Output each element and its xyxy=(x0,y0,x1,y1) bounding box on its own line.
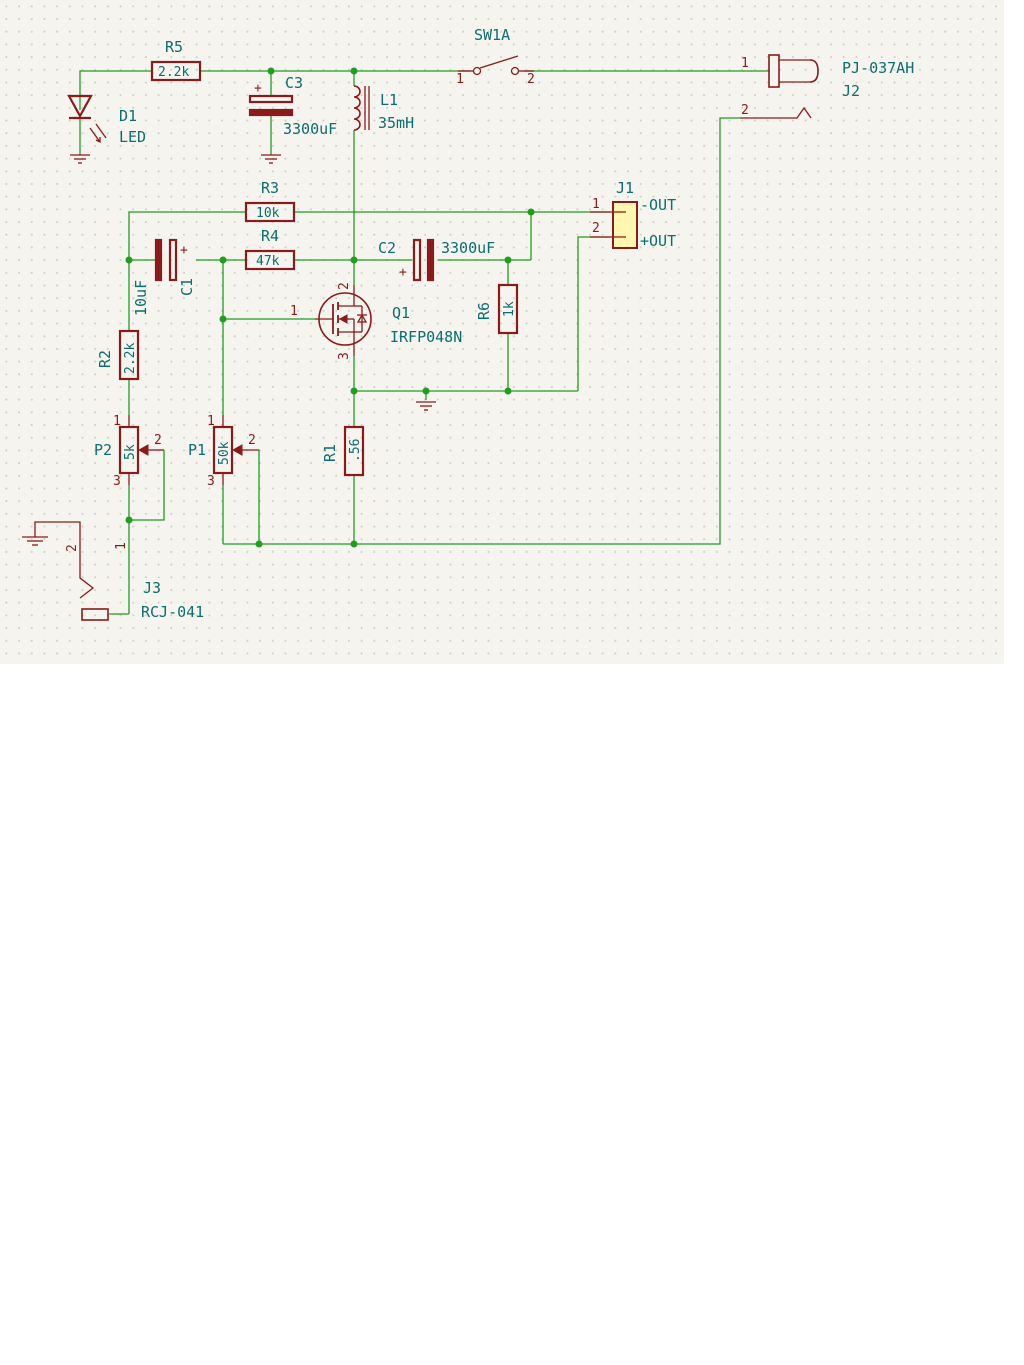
resistor-r1[interactable]: R1 .56 xyxy=(321,425,365,477)
schematic-diagram: R5 2.2k D1 LED + C3 3300uF L1 35mH xyxy=(22,26,914,621)
j3-pin1: 1 xyxy=(114,542,129,550)
r4-ref: R4 xyxy=(261,227,279,245)
c1-value: 10uF xyxy=(132,280,150,316)
j2-ref: J2 xyxy=(842,82,860,100)
svg-text:+: + xyxy=(399,265,407,280)
junction xyxy=(350,67,358,75)
r1-ref: R1 xyxy=(321,444,339,462)
q1-pin-drain: 2 xyxy=(337,282,352,290)
p1-value: 50k xyxy=(217,441,232,465)
capacitor-c3[interactable]: + C3 3300uF xyxy=(248,74,337,138)
rca-jack-j3[interactable]: 2 1 J3 RCJ-041 xyxy=(22,521,204,621)
j2-value: PJ-037AH xyxy=(842,59,914,77)
r6-ref: R6 xyxy=(475,302,493,320)
r3-ref: R3 xyxy=(261,179,279,197)
p2-pin1: 1 xyxy=(113,414,121,429)
junction xyxy=(527,208,535,216)
junction xyxy=(350,387,358,395)
wires xyxy=(79,70,770,615)
p2-pin2: 2 xyxy=(154,433,162,448)
inductor-l1[interactable]: L1 35mH xyxy=(353,85,414,132)
l1-value: 35mH xyxy=(378,114,414,132)
r2-ref: R2 xyxy=(96,350,114,368)
junction xyxy=(350,540,358,548)
ground-symbol-d1 xyxy=(70,154,90,164)
d1-value: LED xyxy=(119,128,146,146)
c1-ref: C1 xyxy=(178,278,196,296)
resistor-r4[interactable]: R4 47k xyxy=(244,227,296,271)
resistor-r2[interactable]: R2 2.2k xyxy=(96,329,140,381)
q1-pin-source: 3 xyxy=(337,352,352,360)
p2-pin3: 3 xyxy=(113,474,121,489)
p1-ref: P1 xyxy=(188,441,206,459)
resistor-r6[interactable]: R6 1k xyxy=(475,283,519,335)
mosfet-q1[interactable]: 1 2 3 Q1 IRFP048N xyxy=(290,282,462,360)
resistor-r5[interactable]: R5 2.2k xyxy=(150,38,202,82)
junction xyxy=(267,67,275,75)
potentiometer-p1[interactable]: 1 2 3 P1 50k xyxy=(188,414,259,489)
ground-symbol-main xyxy=(416,401,436,411)
junction xyxy=(255,540,263,548)
power-jack-j2[interactable]: 1 2 PJ-037AH J2 xyxy=(740,54,914,119)
p2-ref: P2 xyxy=(94,441,112,459)
p1-pin1: 1 xyxy=(207,414,215,429)
potentiometer-p2[interactable]: 1 2 3 P2 5k xyxy=(94,414,164,489)
j1-ref: J1 xyxy=(616,179,634,197)
r5-value: 2.2k xyxy=(158,65,189,80)
j3-pin2: 2 xyxy=(65,544,80,552)
junction xyxy=(504,387,512,395)
junction xyxy=(219,315,227,323)
r6-value: 1k xyxy=(502,301,517,317)
c3-value: 3300uF xyxy=(283,120,337,138)
p1-pin3: 3 xyxy=(207,474,215,489)
capacitor-c2[interactable]: + C2 3300uF xyxy=(378,238,495,282)
junction xyxy=(350,256,358,264)
capacitor-c1[interactable]: + C1 10uF xyxy=(132,238,196,316)
j3-value: RCJ-041 xyxy=(141,603,204,621)
d1-ref: D1 xyxy=(119,107,137,125)
q1-value: IRFP048N xyxy=(390,328,462,346)
p2-value: 5k xyxy=(123,444,138,460)
junction xyxy=(219,256,227,264)
sw1-pin2: 2 xyxy=(527,72,535,87)
ground-symbol-c3 xyxy=(261,154,281,164)
j1-net-plus-out: +OUT xyxy=(640,232,676,250)
resistor-r3[interactable]: R3 10k xyxy=(244,179,296,223)
r2-value: 2.2k xyxy=(123,343,138,374)
q1-ref: Q1 xyxy=(392,304,410,322)
sw1-ref: SW1A xyxy=(474,26,510,44)
j1-pin2: 2 xyxy=(592,221,600,236)
j1-pin1: 1 xyxy=(592,197,600,212)
c2-value: 3300uF xyxy=(441,239,495,257)
c2-ref: C2 xyxy=(378,239,396,257)
r1-value: .56 xyxy=(348,439,363,462)
junctions xyxy=(125,67,535,548)
j1-net-minus-out: -OUT xyxy=(640,196,676,214)
svg-text:+: + xyxy=(254,81,262,96)
junction xyxy=(125,256,133,264)
r5-ref: R5 xyxy=(165,38,183,56)
j2-pin2: 2 xyxy=(741,103,749,118)
connector-j1[interactable]: J1 1 2 -OUT +OUT xyxy=(590,179,676,250)
junction xyxy=(422,387,430,395)
j3-ref: J3 xyxy=(143,579,161,597)
j2-pin1: 1 xyxy=(741,56,749,71)
led-d1[interactable]: D1 LED xyxy=(67,94,146,146)
sw1-pin1: 1 xyxy=(456,72,464,87)
r3-value: 10k xyxy=(256,206,280,221)
junction xyxy=(125,516,133,524)
q1-pin-gate: 1 xyxy=(290,304,298,319)
svg-text:+: + xyxy=(180,243,188,258)
junction xyxy=(504,256,512,264)
c3-ref: C3 xyxy=(285,74,303,92)
l1-ref: L1 xyxy=(380,91,398,109)
p1-pin2: 2 xyxy=(248,433,256,448)
r4-value: 47k xyxy=(256,254,280,269)
switch-sw1a[interactable]: SW1A 1 2 xyxy=(456,26,535,87)
